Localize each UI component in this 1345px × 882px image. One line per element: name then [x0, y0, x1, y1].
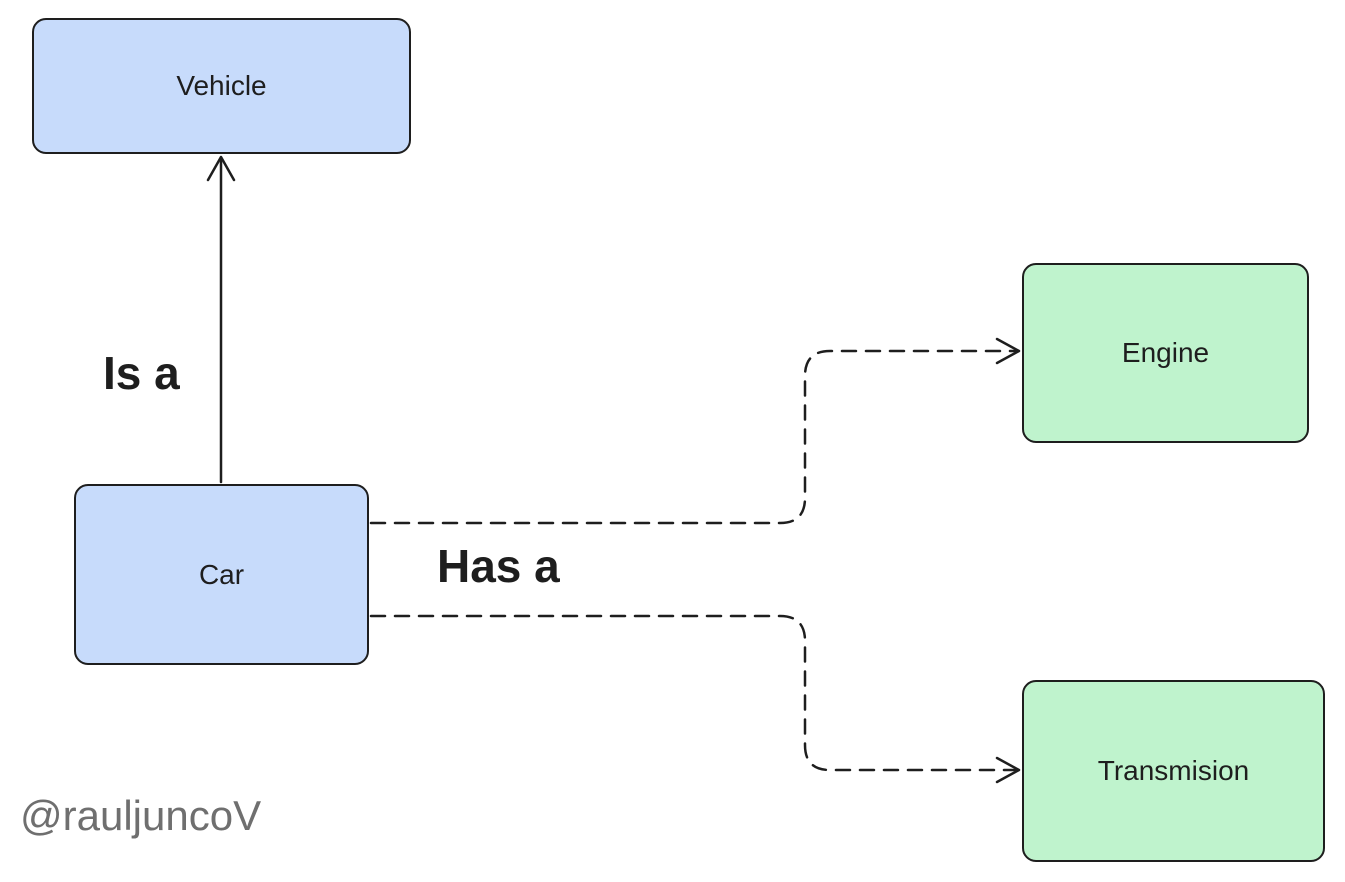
node-vehicle[interactable]: Vehicle — [32, 18, 411, 154]
arrowhead-vehicle-icon — [206, 155, 236, 182]
author-watermark: @rauljuncoV — [20, 792, 262, 839]
node-transmision-label: Transmision — [1097, 755, 1250, 786]
edge-line-has-a-transmision — [369, 614, 1020, 772]
edge-car-to-engine — [369, 337, 1021, 525]
edge-car-to-transmision — [369, 614, 1021, 784]
arrowhead-engine-icon — [995, 337, 1021, 365]
node-vehicle-label: Vehicle — [176, 70, 267, 101]
edge-label-is-a: Is a — [103, 347, 180, 399]
node-car-label: Car — [198, 558, 245, 590]
arrowhead-transmision-icon — [995, 756, 1021, 784]
node-transmision[interactable]: Transmision — [1022, 680, 1325, 862]
edge-line-has-a-engine — [369, 349, 1020, 525]
node-engine-label: Engine — [1121, 337, 1210, 368]
node-car[interactable]: Car — [74, 484, 369, 665]
node-engine[interactable]: Engine — [1022, 263, 1309, 443]
edge-car-to-vehicle — [206, 155, 236, 484]
edge-label-has-a: Has a — [437, 540, 560, 592]
